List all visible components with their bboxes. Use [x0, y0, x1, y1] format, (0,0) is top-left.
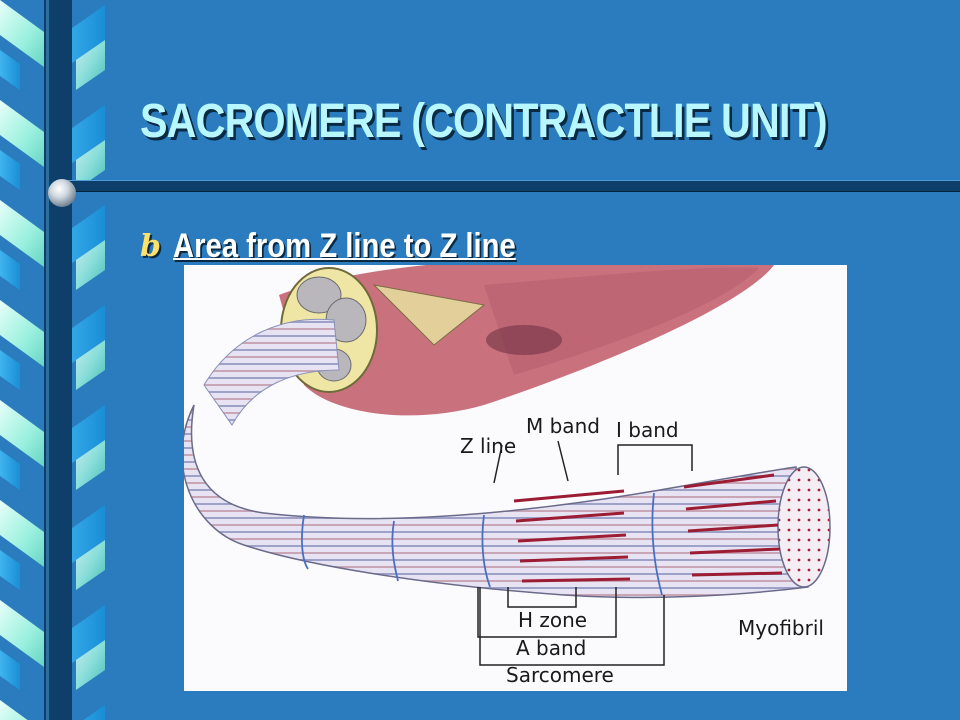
leader-lines: [477, 440, 693, 666]
myofibril-end-cap: [777, 466, 831, 588]
label-m-band: M band: [526, 414, 600, 438]
bullet-text: Area from Z line to Z line: [172, 226, 516, 265]
bullet-item: b Area from Z line to Z line: [140, 226, 572, 266]
fiber-shading: [484, 267, 759, 375]
label-h-zone: H zone: [518, 608, 587, 632]
sarcomere-diagram: M band I band Z line H zone A band Sarco…: [184, 265, 847, 691]
label-a-band: A band: [516, 636, 586, 660]
divider-knob: [48, 179, 76, 207]
decorative-ribbon-strip: [0, 0, 110, 720]
thick-filaments: [513, 473, 783, 583]
title-divider: [56, 180, 960, 192]
z-lines: [301, 492, 663, 596]
myofibril-strand-upper: [203, 318, 340, 426]
nucleus: [486, 325, 562, 355]
label-myofibril: Myofibril: [738, 616, 824, 640]
slide-title: SACROMERE (CONTRACTLIE UNIT): [140, 95, 828, 148]
label-z-line: Z line: [460, 434, 516, 458]
label-i-band: I band: [616, 418, 679, 442]
label-sarcomere: Sarcomere: [506, 663, 614, 687]
bullet-icon: b: [140, 228, 161, 264]
